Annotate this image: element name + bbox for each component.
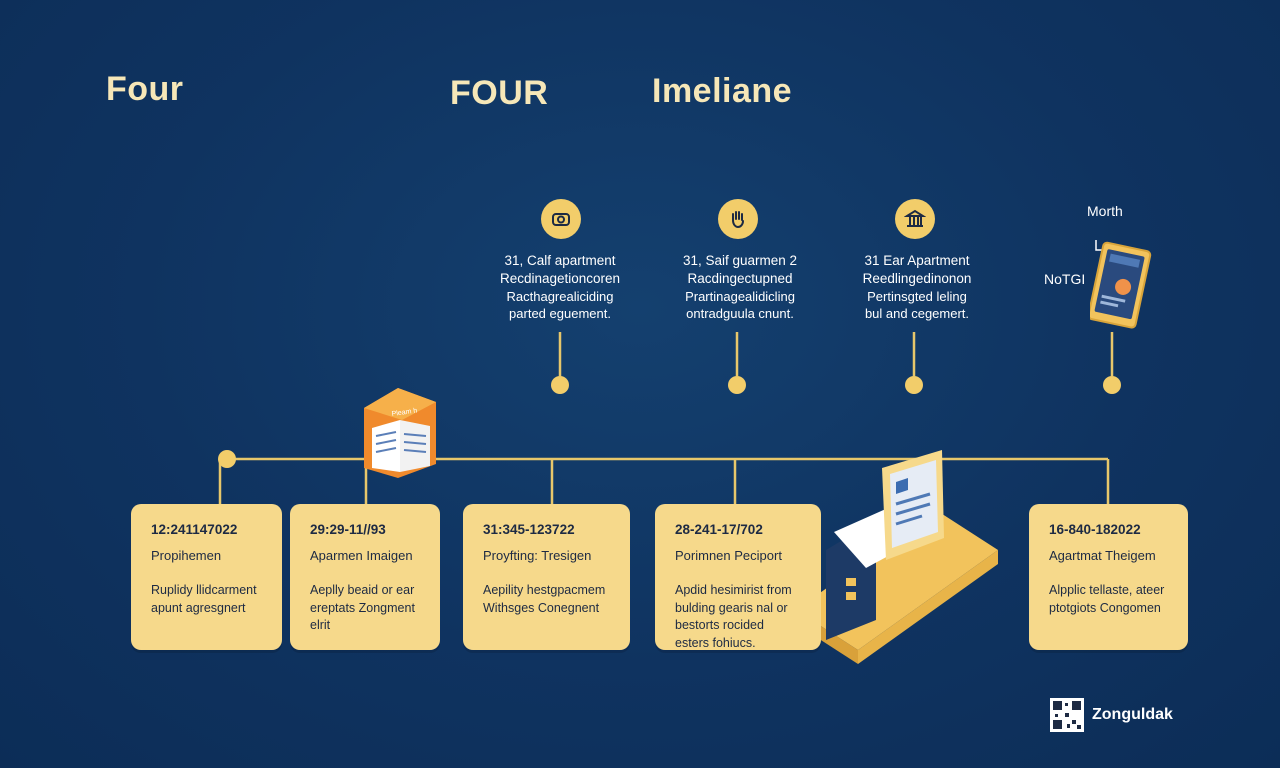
card-description-line: apunt agresgnert — [151, 600, 246, 615]
card-description-line: elrit — [310, 618, 331, 632]
card-date: 29:29-11//93 — [310, 522, 386, 537]
timeline-card: 31:345-123722 Proyfting: Tresigen Aepili… — [463, 504, 630, 650]
card-description: Alpplic tellaste, ateer ptotgiots Congom… — [1049, 582, 1168, 617]
device-label-top: Morth — [1087, 203, 1123, 219]
card-description-line: ptotgiots Congomen — [1049, 600, 1161, 615]
brand-name: Zonguldak — [1092, 706, 1173, 723]
device-label-side: NoTGI — [1044, 271, 1086, 287]
tablet-illustration — [1090, 240, 1152, 329]
milestone-title: 31, Calf apartment — [504, 253, 616, 268]
card-title: Aparmen Imaigen — [310, 548, 413, 563]
bank-icon — [895, 199, 935, 239]
document-platform-illustration — [796, 450, 998, 664]
camera-icon — [541, 199, 581, 239]
milestone-subtitle: Reedlingedinonon — [862, 270, 972, 286]
card-description-line: Alpplic tellaste, ateer — [1049, 583, 1165, 597]
milestone-line: bul and cegemert. — [864, 305, 970, 321]
book-illustration: Pleam h — [364, 388, 436, 478]
card-title: Propihemen — [151, 548, 222, 563]
milestone-line: Prartinagealidicling — [685, 288, 795, 304]
card-date: 28-241-17/702 — [675, 522, 763, 537]
card-title: Proyfting: Tresigen — [483, 548, 592, 563]
milestone-line: parted eguement. — [509, 305, 611, 321]
timeline-card: 16-840-182022 Agartmat Theigem Alpplic t… — [1029, 504, 1188, 650]
brand: Zonguldak — [1050, 698, 1173, 732]
title-four: Four — [106, 70, 184, 108]
milestone-text-2: 31, Saif guarmen 2 Racdingectupned Prart… — [665, 252, 815, 322]
card-description: Aepility hestgpacmem Withsges Conegnent — [483, 582, 610, 617]
card-description-line: bestorts rocided — [675, 618, 764, 632]
card-description-line: Apdid hesimirist from — [675, 583, 792, 597]
card-description: Aeplly beaid or ear ereptats Zongment el… — [310, 582, 420, 635]
card-description-line: bulding gearis nal or — [675, 600, 788, 615]
title-four-caps: FOUR — [450, 74, 549, 112]
milestone-line: ontradguula cnunt. — [686, 305, 794, 321]
qr-code-icon — [1050, 698, 1084, 732]
book-label: Pleam h — [391, 407, 418, 418]
card-description-line: Aeplly beaid or ear — [310, 583, 415, 597]
hand-icon — [718, 199, 758, 239]
card-title: Agartmat Theigem — [1049, 548, 1156, 563]
card-description-line: Ruplidy llidcarment — [151, 583, 257, 597]
card-description-line: Aepility hestgpacmem — [483, 583, 606, 597]
card-date: 12:241147022 — [151, 522, 238, 537]
card-title: Porimnen Peciport — [675, 548, 782, 563]
card-date: 16-840-182022 — [1049, 522, 1141, 537]
milestone-line: Racthagrealiciding — [506, 288, 614, 304]
milestone-subtitle: Recdinagetioncoren — [499, 270, 621, 286]
milestone-title: 31 Ear Apartment — [864, 253, 970, 268]
timeline-card: 12:241147022 Propihemen Ruplidy llidcarm… — [131, 504, 282, 650]
timeline-card: 28-241-17/702 Porimnen Peciport Apdid he… — [655, 504, 821, 650]
card-date: 31:345-123722 — [483, 522, 575, 537]
title-timeline: Imeliane — [652, 72, 793, 110]
card-description: Ruplidy llidcarment apunt agresgnert — [151, 582, 262, 617]
card-description-line: Withsges Conegnent — [483, 600, 600, 615]
milestone-line: Pertinsgted leling — [867, 288, 967, 304]
card-description-line: ereptats Zongment — [310, 600, 415, 615]
milestone-text-3: 31 Ear Apartment Reedlingedinonon Pertin… — [842, 252, 992, 322]
milestone-subtitle: Racdingectupned — [687, 270, 793, 286]
milestone-text-1: 31, Calf apartment Recdinagetioncoren Ra… — [485, 252, 635, 322]
card-description-line: esters fohiucs. — [675, 635, 756, 650]
milestone-title: 31, Saif guarmen 2 — [682, 253, 798, 268]
timeline-card: 29:29-11//93 Aparmen Imaigen Aeplly beai… — [290, 504, 440, 650]
card-description: Apdid hesimirist from bulding gearis nal… — [675, 582, 801, 652]
